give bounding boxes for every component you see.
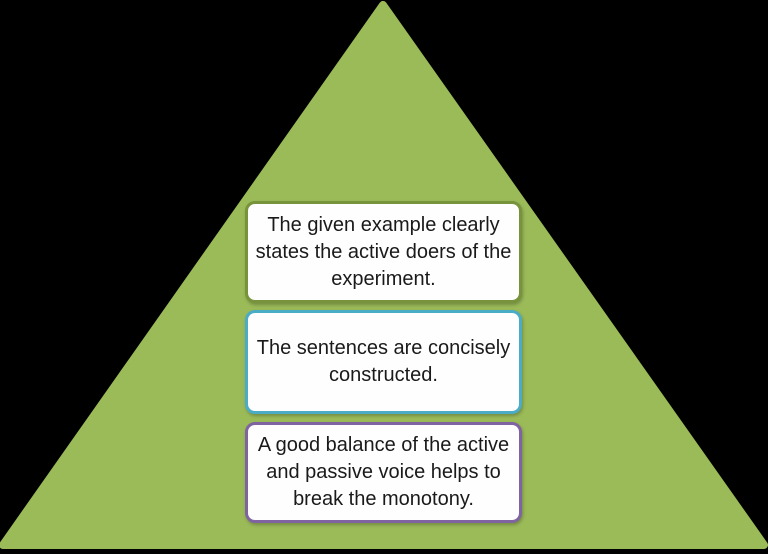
callout-box-middle-line-2: constructed. [329,364,438,386]
callout-box-middle: The sentences are concisely constructed. [245,310,522,414]
callout-box-top: The given example clearly states the act… [245,201,522,303]
callout-box-bottom-line-2: and passive voice helps to [266,461,501,483]
callout-box-top-line-1: The given example clearly [267,213,500,236]
callout-box-bottom-line-1: A good balance of the active [257,434,510,456]
callout-box-middle-line-1: The sentences are concisely [256,337,511,359]
callout-box-bottom-line-3: break the monotony. [293,488,474,510]
callout-box-top-line-2: states the active doers of the [255,240,512,263]
callout-box-bottom: A good balance of the active and passive… [245,422,522,523]
callout-box-top-line-3: experiment. [331,267,436,290]
